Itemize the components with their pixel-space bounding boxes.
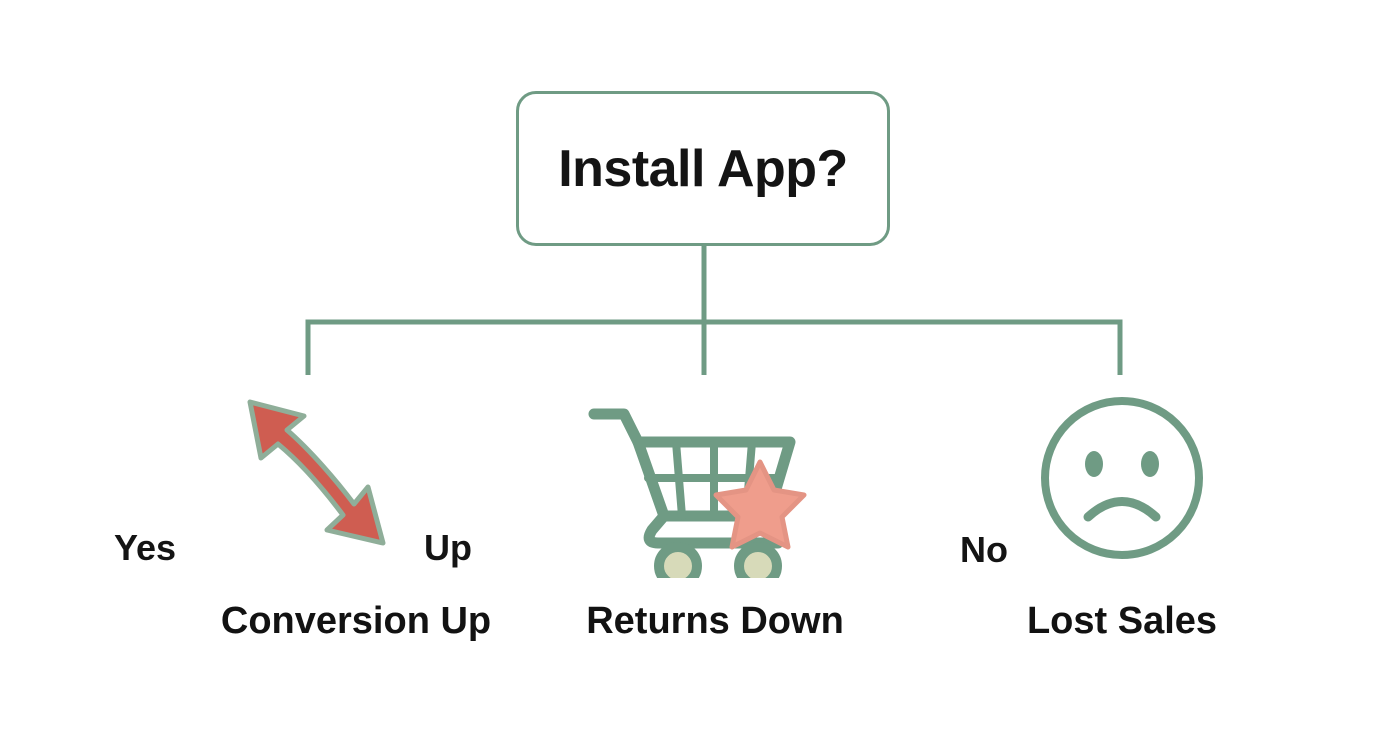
cart-wheel-right [734, 542, 782, 578]
shopping-cart-star-icon [588, 408, 807, 578]
edge-label-up: Up [424, 527, 472, 568]
sad-face-icon [1041, 397, 1203, 559]
sad-face-eye-right [1141, 451, 1159, 477]
cart-wheel-left [654, 542, 702, 578]
sad-face-outline [1041, 397, 1203, 559]
double-arrow-diagonal-icon [247, 399, 386, 546]
decision-node-label: Install App? [558, 139, 848, 198]
sad-face-frown [1083, 497, 1161, 522]
cart-rail [643, 510, 784, 549]
cart-handle [588, 408, 644, 448]
decision-node-install-app[interactable]: Install App? [516, 91, 890, 246]
sad-face-eye-left [1085, 451, 1103, 477]
outcome-label-conversion-up: Conversion Up [220, 600, 492, 642]
cart-star-badge [713, 459, 807, 550]
outcome-label-lost-sales: Lost Sales [1026, 600, 1218, 642]
edge-label-no: No [960, 529, 1008, 570]
edge-label-yes: Yes [114, 527, 177, 568]
outcome-label-returns-down: Returns Down [586, 600, 844, 642]
